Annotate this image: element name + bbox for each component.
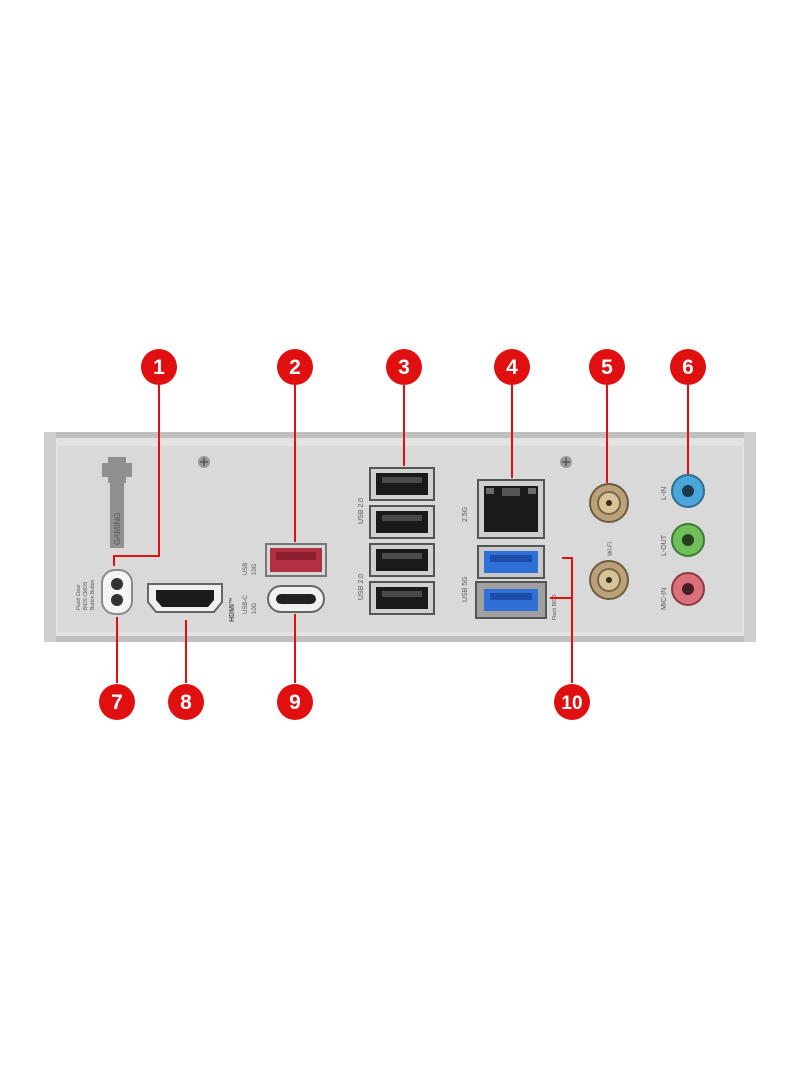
callout-5: 5: [589, 349, 625, 385]
callout-number: 3: [398, 356, 410, 379]
screw-icon: [198, 456, 210, 468]
wifi-label: Wi-Fi: [608, 542, 614, 556]
callout-circle: [277, 684, 313, 720]
clear-cmos-button[interactable]: [101, 569, 133, 615]
gaming-logo: GAMING: [102, 457, 132, 548]
callout-circle: [277, 349, 313, 385]
line-out-jack[interactable]: [671, 523, 705, 557]
lan-port[interactable]: [477, 479, 545, 539]
usb-2-port[interactable]: [369, 543, 435, 577]
usb-c-label-1: USB-C: [243, 595, 249, 614]
usb-c-label-2: 10G: [252, 602, 258, 614]
lan-label: 2.5G: [462, 507, 469, 522]
callout-1: 1: [141, 349, 177, 385]
mic-in-label: MIC-IN: [661, 588, 668, 610]
usb5g-label: USB 5G: [462, 576, 469, 602]
callout-number: 10: [561, 693, 582, 714]
callout-3: 3: [386, 349, 422, 385]
line-in-label: L-IN: [661, 487, 668, 500]
usb-5g-flash-bios-port[interactable]: [475, 581, 547, 619]
callout-7: 7: [99, 684, 135, 720]
usb20-top-label: USB 2.0: [358, 498, 365, 524]
mic-in-jack[interactable]: [671, 572, 705, 606]
usb-red-label-1: USB: [243, 563, 249, 575]
gaming-label: GAMING: [113, 513, 122, 545]
usb-5g-port[interactable]: [477, 545, 545, 579]
callout-6: 6: [670, 349, 706, 385]
hdmi-port[interactable]: [147, 583, 223, 613]
callout-circle: [589, 349, 625, 385]
usb-2-port[interactable]: [369, 467, 435, 501]
usb-red-label-2: 10G: [252, 563, 258, 575]
callout-4: 4: [494, 349, 530, 385]
callout-10: 10: [554, 684, 590, 720]
callout-circle: [141, 349, 177, 385]
callout-9: 9: [277, 684, 313, 720]
callout-badges: 1 2 3 4 5 6 7 8 9 10: [99, 349, 706, 720]
bios-cmos-label: BIOS CMOS: [83, 581, 89, 610]
callout-circle: [554, 684, 590, 720]
callout-number: 9: [289, 691, 301, 714]
callout-2: 2: [277, 349, 313, 385]
callout-number: 8: [180, 691, 192, 714]
callout-number: 5: [601, 356, 613, 379]
usb-c-port[interactable]: [267, 585, 325, 613]
callout-number: 4: [506, 356, 518, 379]
callout-number: 2: [289, 356, 301, 379]
usb20-bottom-label: USB 2.0: [358, 574, 365, 600]
button-label: Button Button: [90, 579, 96, 610]
flash-bios-label: Flash BIOS: [552, 594, 558, 620]
usb-10g-red-port[interactable]: [265, 543, 327, 577]
wifi-antenna-connector[interactable]: [589, 560, 629, 600]
callout-circle: [386, 349, 422, 385]
callout-leader-lines: [113, 385, 689, 683]
callout-circle: [168, 684, 204, 720]
clear-cmos-label: Flash Clear: [76, 584, 82, 610]
line-in-jack[interactable]: [671, 474, 705, 508]
line-out-label: L-OUT: [661, 534, 668, 556]
callout-circle: [670, 349, 706, 385]
callout-circle: [494, 349, 530, 385]
screw-icon: [560, 456, 572, 468]
callout-number: 6: [682, 356, 694, 379]
callout-number: 1: [153, 356, 165, 379]
callout-circle: [99, 684, 135, 720]
callout-8: 8: [168, 684, 204, 720]
callout-number: 7: [111, 691, 123, 714]
hdmi-label: HDMI™: [229, 597, 236, 622]
usb-2-port[interactable]: [369, 505, 435, 539]
usb-2-port[interactable]: [369, 581, 435, 615]
wifi-antenna-connector[interactable]: [589, 483, 629, 523]
